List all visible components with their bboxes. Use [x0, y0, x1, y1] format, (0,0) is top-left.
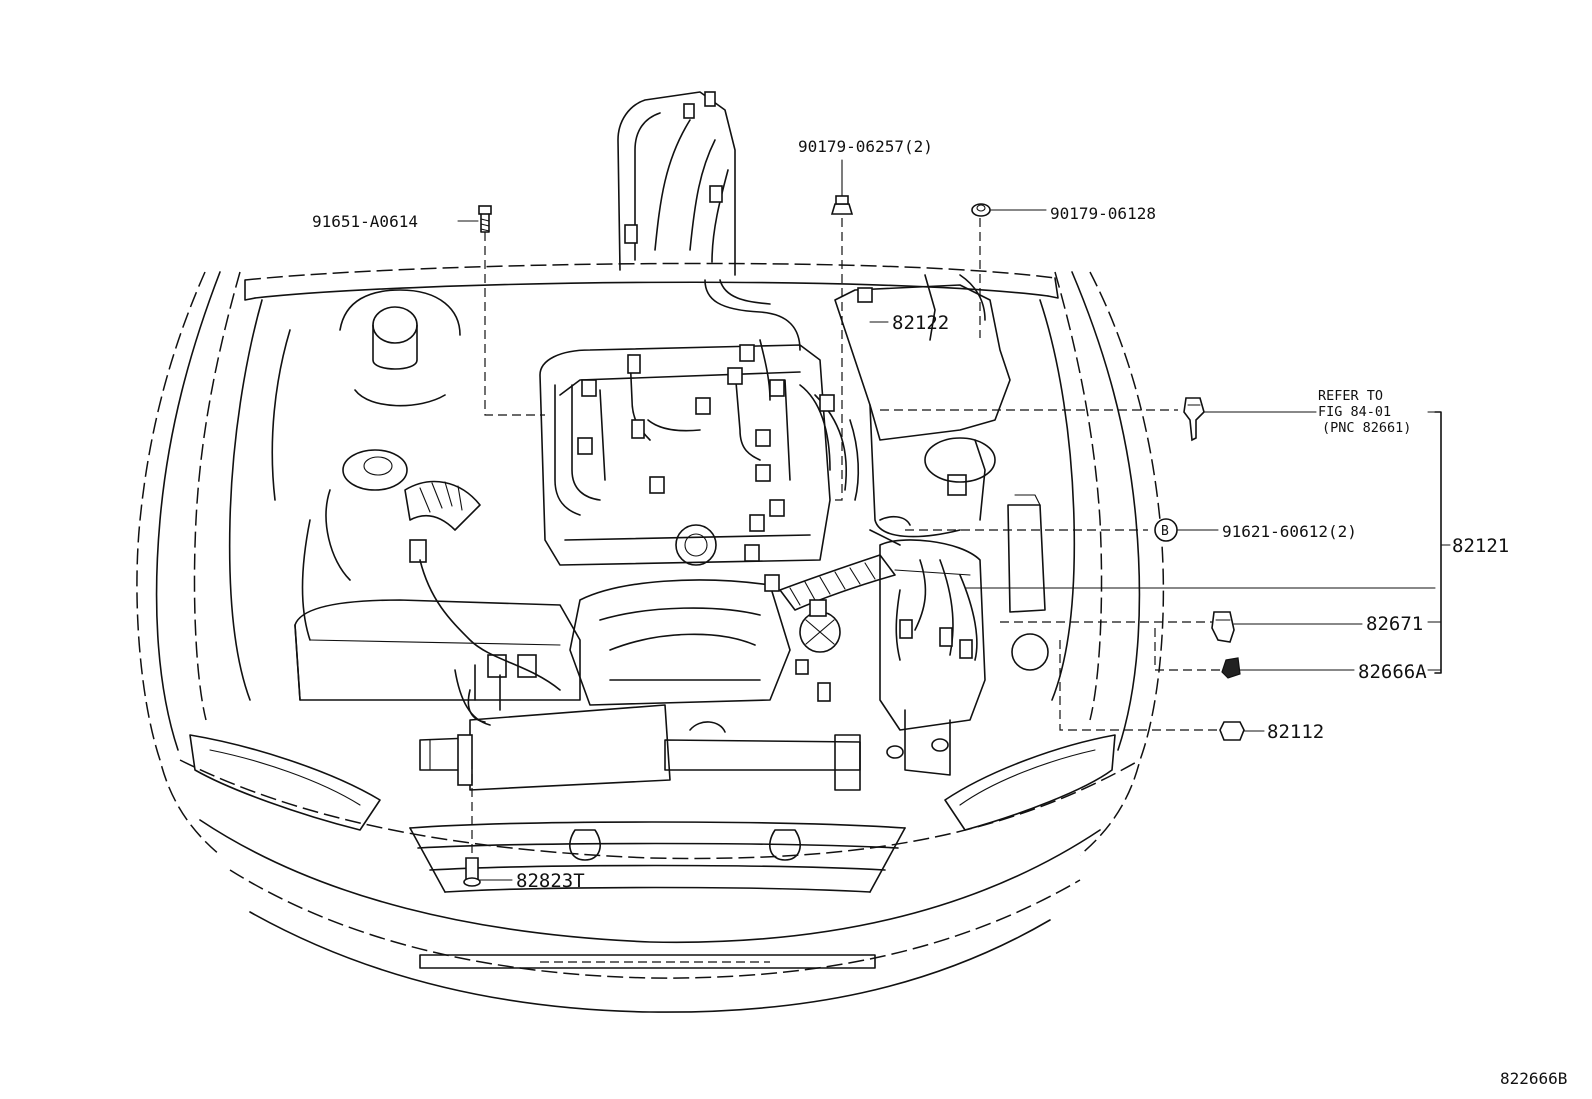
car-body-outline [136, 262, 1165, 1013]
clamp-icon [1221, 657, 1241, 679]
firewall-harness-channel [617, 91, 801, 351]
label-82666a: 82666A [1358, 661, 1427, 683]
label-82823t: 82823T [516, 870, 585, 892]
label-82121: 82121 [1452, 535, 1509, 557]
fuse-icon [1219, 721, 1245, 741]
label-90179-06128: 90179-06128 [1050, 204, 1156, 223]
label-91621-60612: 91621-60612(2) [1222, 522, 1357, 541]
callout-parts [463, 195, 1245, 887]
flange-nut-icon [971, 203, 991, 217]
main-harness-wires [554, 339, 978, 702]
bolt-b-marker-letter: B [1161, 524, 1169, 539]
engine-block [539, 344, 986, 791]
bolt-icon [478, 205, 492, 233]
battery-area [834, 274, 1049, 671]
refer-note-line3: (PNC 82661) [1322, 420, 1411, 436]
label-82671: 82671 [1366, 613, 1423, 635]
figure-reference-code: 822666B [1500, 1069, 1567, 1088]
refer-note-line1: REFER TO [1318, 388, 1383, 404]
grommet-icon [1211, 611, 1235, 643]
label-90179-06257: 90179-06257(2) [798, 137, 933, 156]
label-82112: 82112 [1267, 721, 1324, 743]
part-labels: 91651-A0614 90179-06257(2) 90179-06128 8… [312, 137, 1567, 1088]
label-91651-a0614: 91651-A0614 [312, 212, 418, 231]
push-clip-icon [463, 857, 481, 887]
left-engine-bay [271, 289, 671, 791]
label-82122: 82122 [892, 312, 949, 334]
refer-note-line2: FIG 84-01 [1318, 404, 1391, 420]
misc-details [467, 689, 949, 861]
nut-icon [830, 195, 854, 215]
clip-icon [1183, 397, 1205, 442]
leader-lines [471, 218, 1451, 860]
